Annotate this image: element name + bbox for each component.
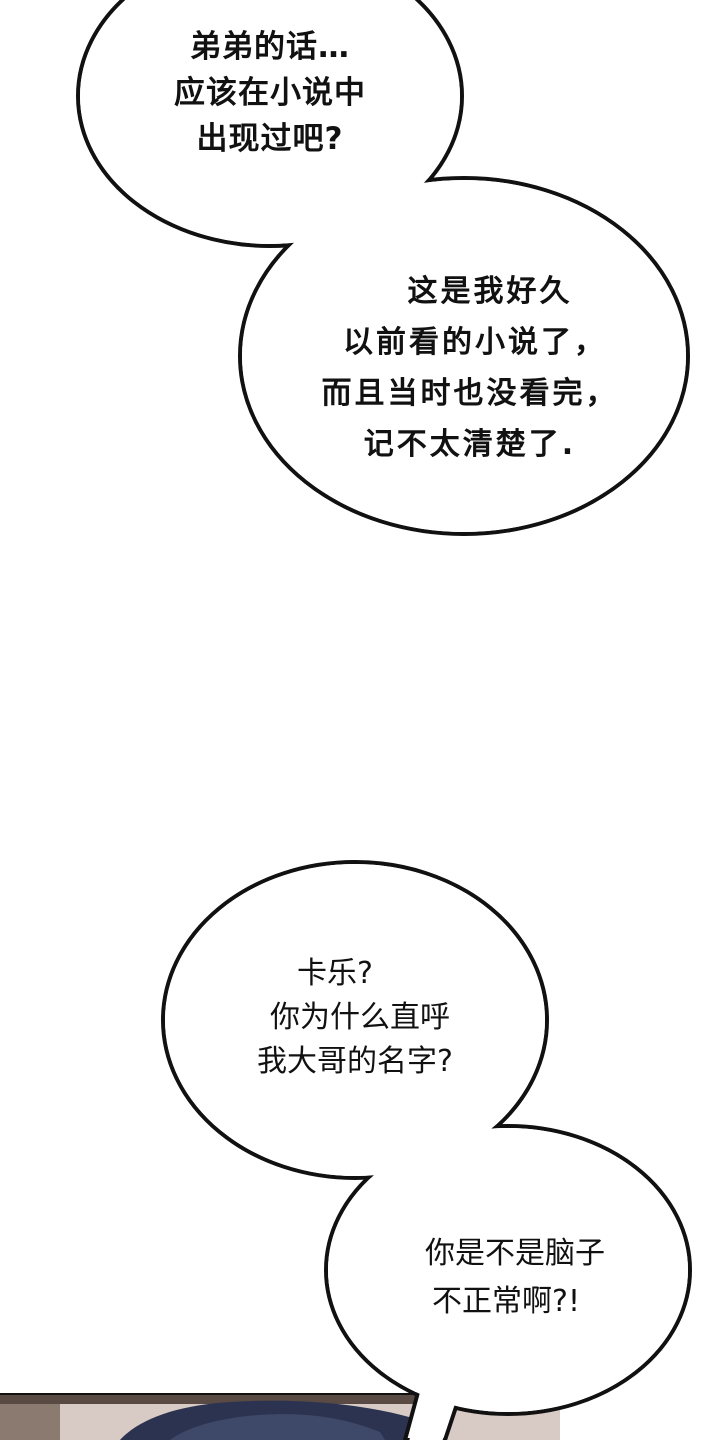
bubble-line: 我大哥的名字? xyxy=(257,1044,453,1079)
bubble-line: 卡乐? xyxy=(297,956,373,991)
bubble-line: 以前看的小说了， xyxy=(343,325,607,360)
speech-bubble-3-text: 卡乐? 你为什么直呼 我大哥的名字? xyxy=(215,952,495,1084)
speech-bubble-4-text: 你是不是脑子 不正常啊?! xyxy=(385,1230,645,1326)
character-hair-highlight xyxy=(170,1414,385,1440)
speech-bubble-2-text: 这是我好久 以前看的小说了， 而且当时也没看完， 记不太清楚了. xyxy=(300,266,640,470)
speech-bubble-1-text: 弟弟的话… 应该在小说中 出现过吧? xyxy=(140,24,400,162)
panel-frame-beam xyxy=(0,1394,560,1404)
bubble-line: 这是我好久 xyxy=(407,274,573,309)
bubble-line: 你为什么直呼 xyxy=(270,1000,450,1035)
bubble-line: 出现过吧? xyxy=(196,121,344,157)
bubble-line: 你是不是脑子 xyxy=(425,1236,605,1271)
bubble-line: 应该在小说中 xyxy=(174,75,366,111)
panel-frame-post xyxy=(0,1404,60,1440)
bubble-line: 而且当时也没看完， xyxy=(321,376,619,411)
bubble-line: 弟弟的话… xyxy=(190,29,350,65)
bubble-line: 不正常啊?! xyxy=(432,1284,580,1319)
bubble-line: 记不太清楚了. xyxy=(363,427,577,462)
